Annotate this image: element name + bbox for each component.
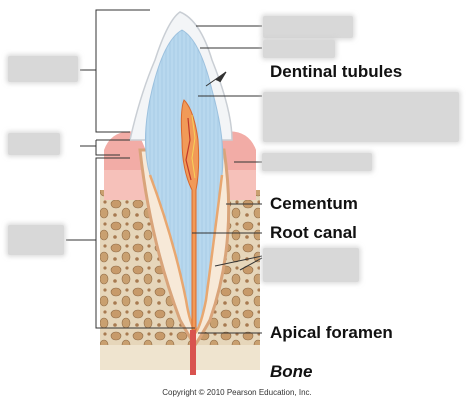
mask-label-dentin bbox=[263, 40, 335, 58]
mask-label-ligament bbox=[263, 248, 359, 282]
copyright-notice: Copyright © 2010 Pearson Education, Inc. bbox=[162, 388, 312, 397]
label-dentinal-tubules: Dentinal tubules bbox=[270, 62, 403, 81]
leader-lines bbox=[192, 25, 263, 334]
apical-vessel bbox=[190, 330, 196, 375]
mask-label-pulp bbox=[263, 92, 459, 142]
left-brackets bbox=[66, 9, 195, 329]
mask-label-crown bbox=[8, 56, 78, 82]
label-apical-foramen: Apical foramen bbox=[270, 323, 393, 342]
label-bone: Bone bbox=[270, 362, 313, 381]
mask-label-enamel bbox=[263, 16, 353, 38]
label-cementum: Cementum bbox=[270, 194, 358, 213]
label-root-canal: Root canal bbox=[270, 223, 357, 242]
mask-label-neck bbox=[8, 133, 60, 155]
mask-label-root bbox=[8, 225, 64, 255]
mask-label-gingiva bbox=[262, 153, 372, 171]
